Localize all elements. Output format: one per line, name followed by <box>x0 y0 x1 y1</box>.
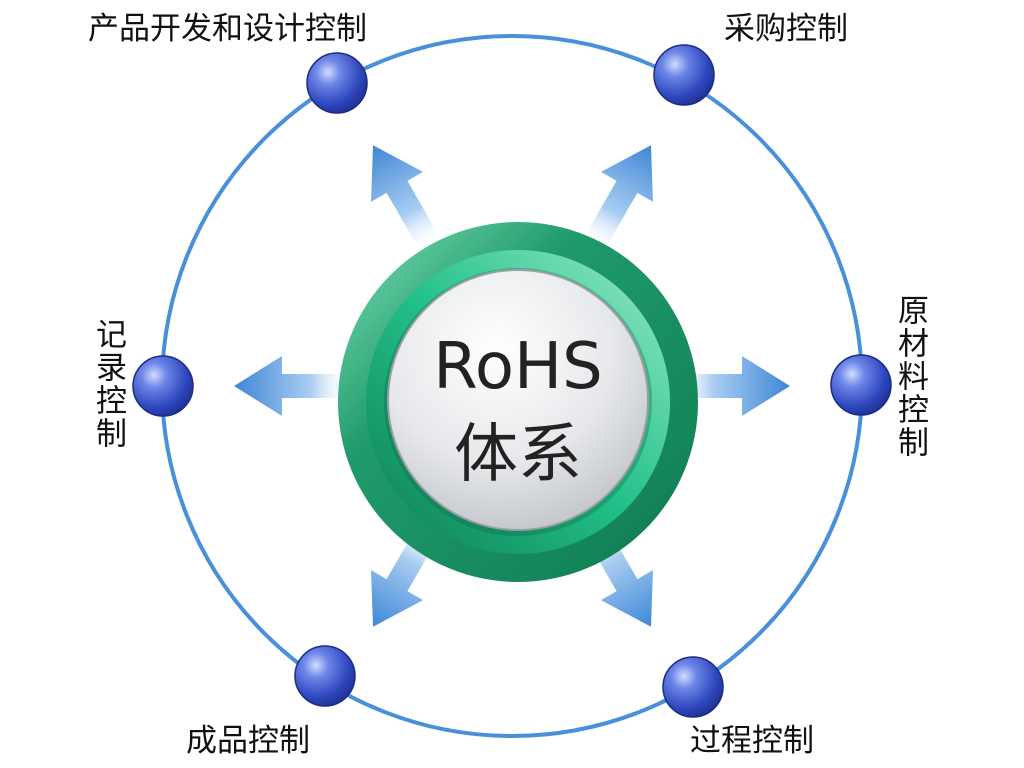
label-finished-product: 成品控制 <box>186 723 310 759</box>
arrow-to-raw-material <box>672 356 790 416</box>
node-purchase <box>653 44 715 106</box>
node-finished-product <box>294 645 356 707</box>
arrow-to-records <box>234 356 352 416</box>
node-raw-material <box>830 354 892 416</box>
label-records: 记录控制 <box>90 318 126 450</box>
hub-subtitle: 体系 <box>454 418 582 492</box>
node-process <box>662 656 724 718</box>
hub-title: RoHS <box>433 330 603 404</box>
rohs-hub: RoHS 体系 <box>338 222 698 582</box>
node-design <box>306 52 368 114</box>
label-design: 产品开发和设计控制 <box>88 11 367 47</box>
arrow-to-purchase <box>581 145 653 254</box>
label-process: 过程控制 <box>690 723 814 759</box>
label-purchase: 采购控制 <box>724 11 848 47</box>
label-raw-material: 原材料控制 <box>892 294 928 459</box>
node-records <box>132 355 194 417</box>
arrow-to-design <box>371 145 443 254</box>
